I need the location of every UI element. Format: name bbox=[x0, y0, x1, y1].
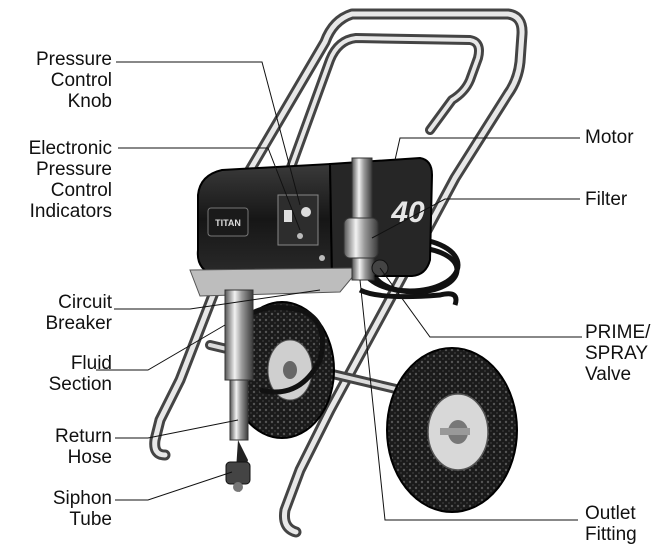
leader-lines bbox=[96, 61, 582, 521]
label-outlet-fitting: Outlet Fitting bbox=[585, 503, 637, 545]
filter-assembly bbox=[343, 157, 389, 281]
label-electronic-pressure-control-indicators: Electronic Pressure Control Indicators bbox=[28, 138, 112, 222]
brand-plate: TITAN bbox=[215, 218, 241, 228]
fluid-section bbox=[224, 289, 254, 492]
label-motor: Motor bbox=[585, 127, 634, 148]
label-circuit-breaker: Circuit Breaker bbox=[45, 292, 112, 334]
label-pressure-control-knob: Pressure Control Knob bbox=[35, 49, 112, 112]
label-prime-spray-valve: PRIME/ SPRAY Valve bbox=[585, 322, 651, 385]
label-return-hose: Return Hose bbox=[54, 426, 112, 468]
motor-housing: TITAN 40 bbox=[189, 156, 434, 297]
label-fluid-section: Fluid Section bbox=[48, 353, 112, 395]
pressure-control-knob-shape bbox=[301, 207, 311, 217]
right-wheel bbox=[386, 347, 518, 513]
label-siphon-tube: Siphon Tube bbox=[52, 488, 112, 530]
label-filter: Filter bbox=[585, 189, 628, 210]
